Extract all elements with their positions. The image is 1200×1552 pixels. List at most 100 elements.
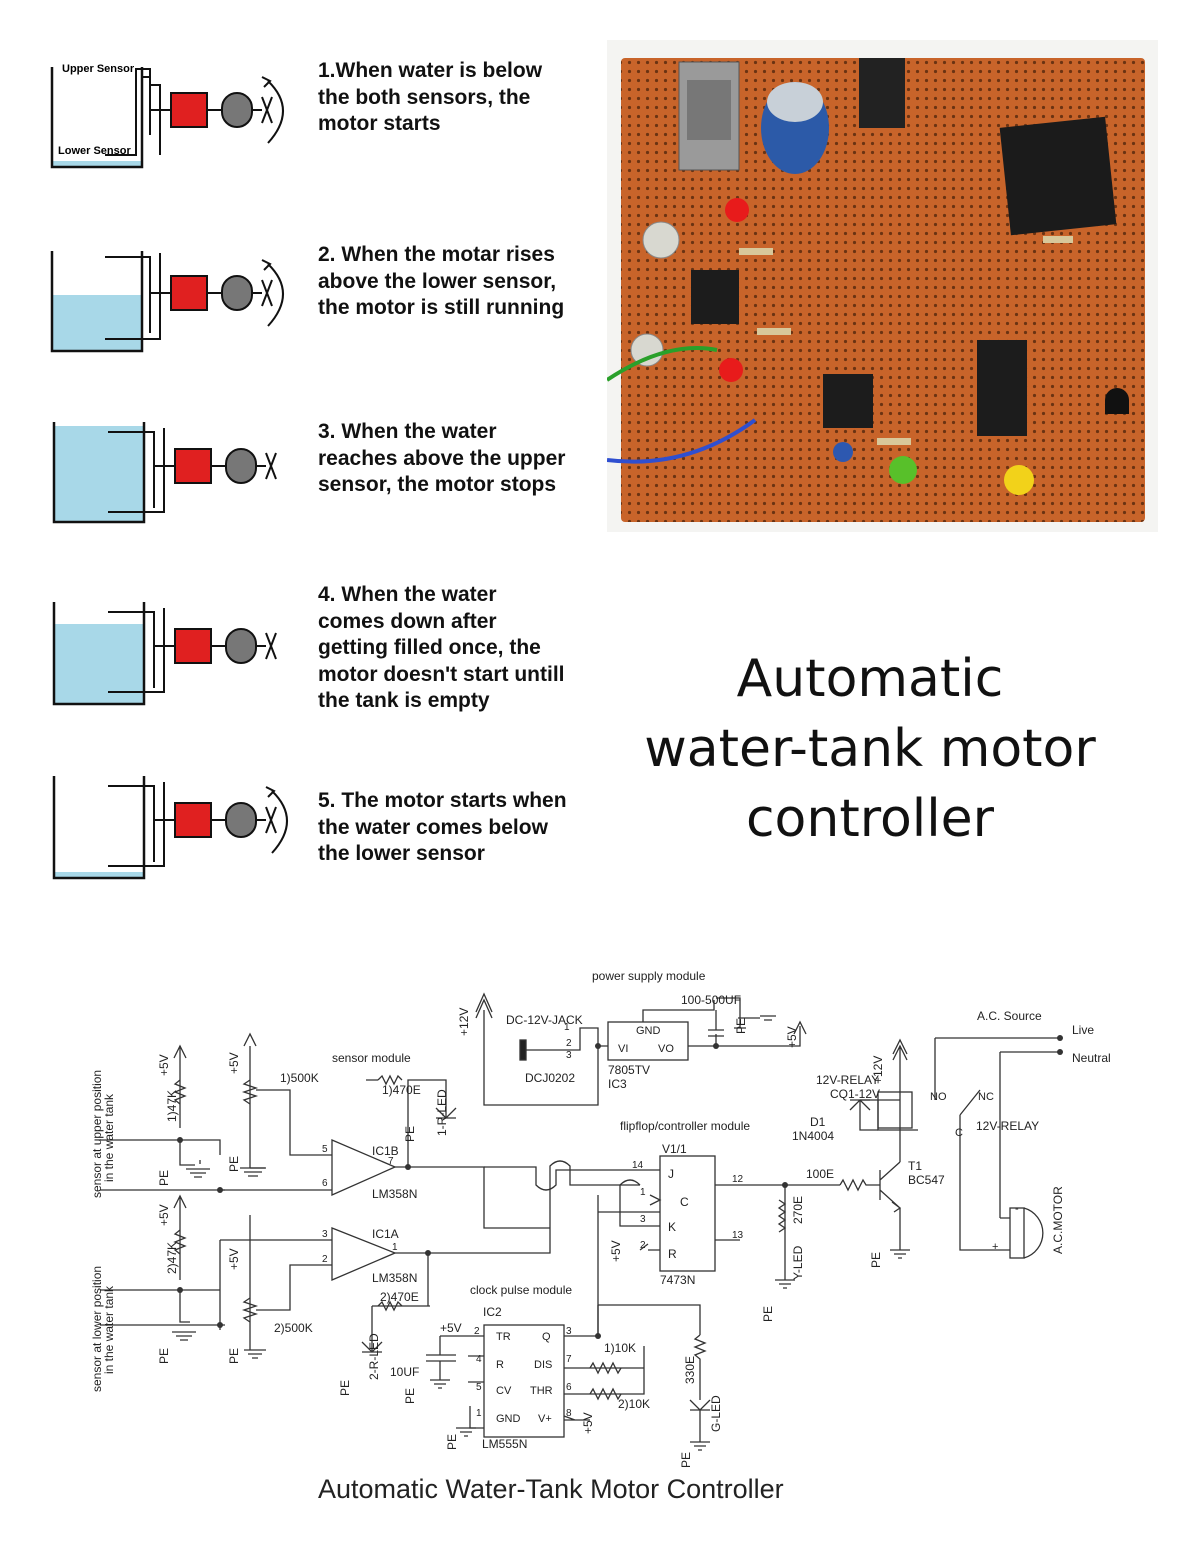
reg-vo: VO	[658, 1043, 674, 1055]
r2-47k-label: 2)47K	[165, 1242, 179, 1274]
pe-6: PE	[403, 1126, 417, 1142]
reg-vi: VI	[618, 1043, 628, 1055]
pe-9: PE	[445, 1434, 459, 1450]
r10k2-label: 2)10K	[618, 1397, 650, 1411]
led1-label: 1-R-LED	[435, 1089, 449, 1136]
pin-r: R	[496, 1359, 504, 1371]
cap-label: 100-500UF	[681, 993, 741, 1007]
tank-diagram-2	[50, 251, 284, 353]
step-5-text: 5. The motor starts when the water comes…	[318, 789, 567, 865]
pot2-label: 2)500K	[274, 1321, 313, 1335]
main-title-line-2: water-tank motor	[644, 719, 1096, 779]
tank-diagram-1: Upper Sensor Lower Sensor	[50, 63, 284, 169]
pe-2: PE	[227, 1156, 241, 1172]
pin-tr: TR	[496, 1331, 511, 1343]
d1-label: D1	[810, 1115, 826, 1129]
pe-8: PE	[403, 1388, 417, 1404]
pot1-label: 1)500K	[280, 1071, 319, 1085]
relay-label: 12V-RELAY	[816, 1073, 879, 1087]
reg-gnd: GND	[636, 1025, 661, 1037]
pin-label: 6	[566, 1382, 572, 1393]
r100-label: 100E	[806, 1167, 834, 1181]
ic1b-label: IC1B	[372, 1144, 399, 1158]
pin-label: 3	[640, 1214, 646, 1225]
pin-label: 3	[566, 1050, 572, 1061]
pe-3: PE	[157, 1348, 171, 1364]
yled-label: Y-LED	[791, 1245, 805, 1280]
pin-cv: CV	[496, 1385, 512, 1397]
pin-label: 1	[392, 1242, 398, 1253]
lm358-b-label: LM358N	[372, 1187, 417, 1201]
led2-label: 2-R-LED	[367, 1333, 381, 1380]
step-4-text: 4. When the water comes down after getti…	[318, 583, 565, 712]
relay2-label: 12V-RELAY	[976, 1119, 1039, 1133]
r1-470-label: 1)470E	[382, 1083, 421, 1097]
pin-gnd: GND	[496, 1413, 521, 1425]
pin-label: 7	[388, 1156, 394, 1167]
pe-11: PE	[761, 1306, 775, 1322]
pin-label: 5	[476, 1382, 482, 1393]
upper-sensor-desc-2: in the water tank	[102, 1093, 116, 1182]
r1-47k-label: 1)47K	[165, 1090, 179, 1122]
t1-label: T1	[908, 1159, 922, 1173]
upper-sensor-desc-1: sensor at upper position	[90, 1070, 104, 1198]
pin-label: 1	[564, 1022, 570, 1033]
pe-10: PE	[679, 1452, 693, 1468]
plus5v-clock: +5V	[440, 1321, 462, 1335]
lm358-a-label: LM358N	[372, 1271, 417, 1285]
lower-sensor-desc-1: sensor at lower position	[90, 1266, 104, 1392]
relay-coil-label: CQ1-12V	[830, 1087, 880, 1101]
pin-label: 7	[566, 1354, 572, 1365]
plus5v-3: +5V	[157, 1204, 171, 1226]
flipflop-module-label: flipflop/controller module	[620, 1119, 750, 1133]
live-label: Live	[1072, 1023, 1094, 1037]
pin-label: 2	[474, 1326, 480, 1337]
pin-label: 8	[566, 1408, 572, 1419]
v11-label: V1/1	[662, 1142, 687, 1156]
dc-jack-label: DC-12V-JACK	[506, 1013, 583, 1027]
pin-label: 3	[566, 1326, 572, 1337]
ff-j: J	[668, 1167, 674, 1181]
pin-dis: DIS	[534, 1359, 552, 1371]
pin-label: 2	[322, 1254, 328, 1265]
reg-label: 7805TV	[608, 1063, 650, 1077]
ff-label: 7473N	[660, 1273, 695, 1287]
schematic-title: Automatic Water-Tank Motor Controller	[318, 1474, 784, 1504]
pe-5: PE	[734, 1018, 748, 1034]
ic2-label: IC2	[483, 1305, 502, 1319]
plus5v-ff: +5V	[609, 1240, 623, 1262]
plus5v-2: +5V	[227, 1052, 241, 1074]
ic1a-label: IC1A	[372, 1227, 399, 1241]
lower-sensor-desc-2: in the water tank	[102, 1285, 116, 1374]
main-title: Automatic water-tank motor controller	[620, 644, 1120, 854]
tank-diagram-5	[52, 776, 288, 880]
upper-sensor-label: Upper Sensor	[62, 63, 135, 75]
pin-label: 1	[640, 1187, 646, 1198]
pin-label: 1	[476, 1408, 482, 1419]
circuit-schematic: power supply module sensor module flipfl…	[90, 969, 1111, 1468]
r2-470-label: 2)470E	[380, 1290, 419, 1304]
ac-motor-label: A.C.MOTOR	[1051, 1186, 1065, 1254]
c10uf-label: 10UF	[390, 1365, 419, 1379]
ff-c: C	[680, 1195, 689, 1209]
pin-label: 14	[632, 1160, 644, 1171]
plus5v-555: +5V	[581, 1412, 595, 1434]
relay-nc: NC	[978, 1091, 994, 1103]
pin-label: 13	[732, 1230, 744, 1241]
ac-source-label: A.C. Source	[977, 1009, 1042, 1023]
diode-label: 1N4004	[792, 1129, 834, 1143]
step-2-text: 2. When the motar rises above the lower …	[318, 243, 565, 319]
ff-r: R	[668, 1247, 677, 1261]
relay-no: NO	[930, 1091, 947, 1103]
main-title-line-1: Automatic	[736, 649, 1004, 709]
motor-plus: +	[992, 1241, 998, 1253]
pin-thr: THR	[530, 1385, 553, 1397]
tank-diagram-3	[52, 422, 277, 524]
pin-label: 6	[322, 1178, 328, 1189]
pin-q: Q	[542, 1331, 551, 1343]
plus12v-2: +12V	[871, 1056, 885, 1084]
pin-label: 5	[322, 1144, 328, 1155]
ff-k: K	[668, 1220, 676, 1234]
pe-1: PE	[157, 1170, 171, 1186]
lm555-label: LM555N	[482, 1437, 527, 1451]
